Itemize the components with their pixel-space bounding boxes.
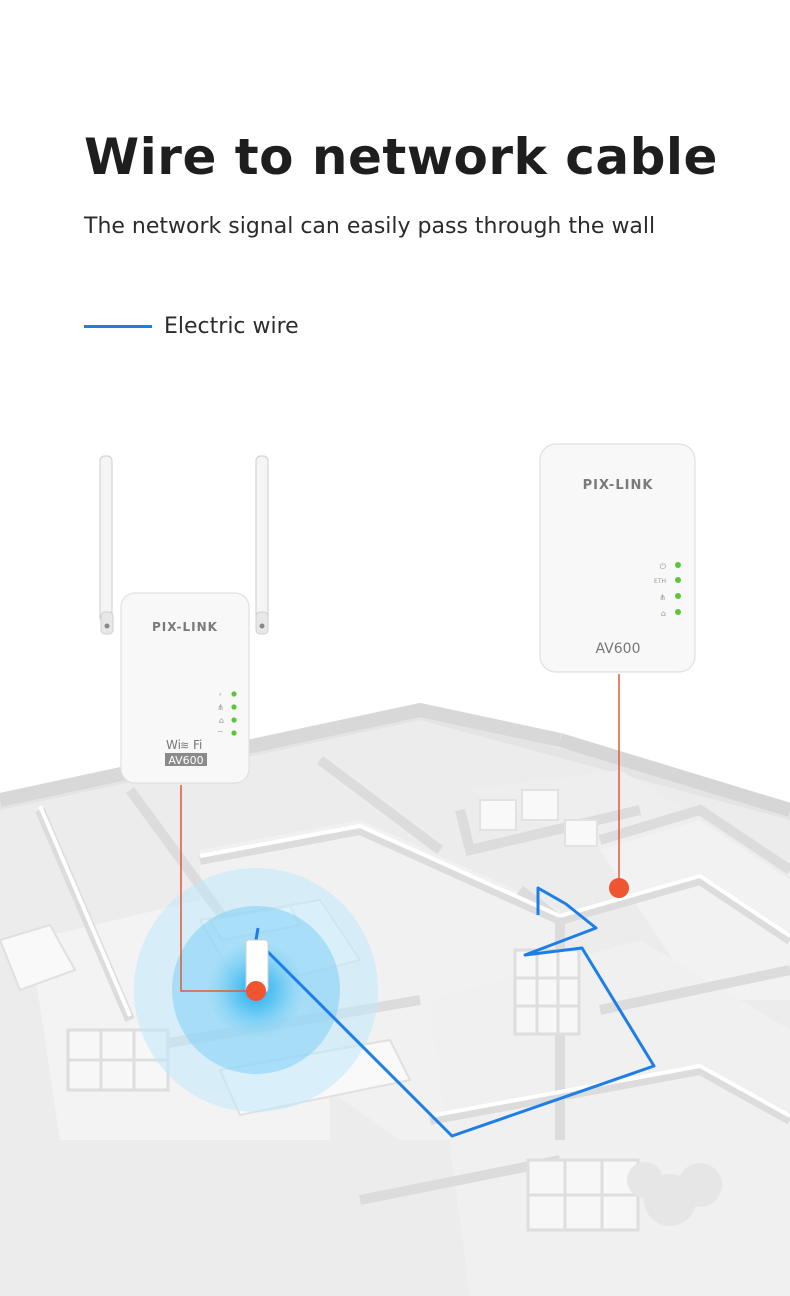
electric-wire-path <box>254 886 656 1138</box>
plant-decoration <box>627 1162 722 1226</box>
powerline-adapter-device: PIX-LINK ⏻ ETH ⋔ ⌂ AV600 <box>539 443 696 673</box>
extender-brand-label: PIX-LINK <box>152 620 218 634</box>
adapter-outlet-marker <box>609 878 629 898</box>
adapter-model-label: AV600 <box>596 641 641 657</box>
svg-text:⚡: ⚡ <box>218 692 222 698</box>
svg-text:⌔: ⌔ <box>216 729 224 738</box>
svg-text:⋔: ⋔ <box>217 703 224 712</box>
adapter-brand-label: PIX-LINK <box>583 478 654 493</box>
extender-outlet-marker <box>246 981 266 1001</box>
svg-text:⌂: ⌂ <box>661 609 666 618</box>
page-title: Wire to network cable <box>84 128 718 186</box>
svg-text:⌂: ⌂ <box>219 716 224 725</box>
extender-model-label: AV600 <box>168 754 203 767</box>
legend-wire-label: Electric wire <box>164 314 299 339</box>
legend-wire-swatch <box>84 325 152 328</box>
extender-status-leds: ⚡ ⋔ ⌂ ⌔ <box>216 691 237 738</box>
legend: Electric wire <box>84 314 299 339</box>
antenna-left <box>99 455 114 635</box>
house-floorplan-scene: PIX-LINK ⚡ ⋔ ⌂ ⌔ Wi ≋ Fi AV600 PIX-LINK … <box>0 443 790 1296</box>
svg-text:⋔: ⋔ <box>659 593 666 602</box>
svg-text:ETH: ETH <box>654 578 666 585</box>
extender-wifi-suffix: Fi <box>193 738 202 752</box>
extender-wifi-label: Wi <box>166 738 181 752</box>
antenna-right <box>255 455 269 635</box>
svg-text:⏻: ⏻ <box>660 562 667 571</box>
wifi-extender-device: PIX-LINK ⚡ ⋔ ⌂ ⌔ Wi ≋ Fi AV600 <box>99 455 269 784</box>
floor-plan <box>0 702 790 1296</box>
extender-pointer-line <box>180 785 256 992</box>
wifi-icon: ≋ <box>180 739 189 752</box>
adapter-status-leds: ⏻ ETH ⋔ ⌂ <box>654 562 681 618</box>
page-subtitle: The network signal can easily pass throu… <box>84 214 656 239</box>
